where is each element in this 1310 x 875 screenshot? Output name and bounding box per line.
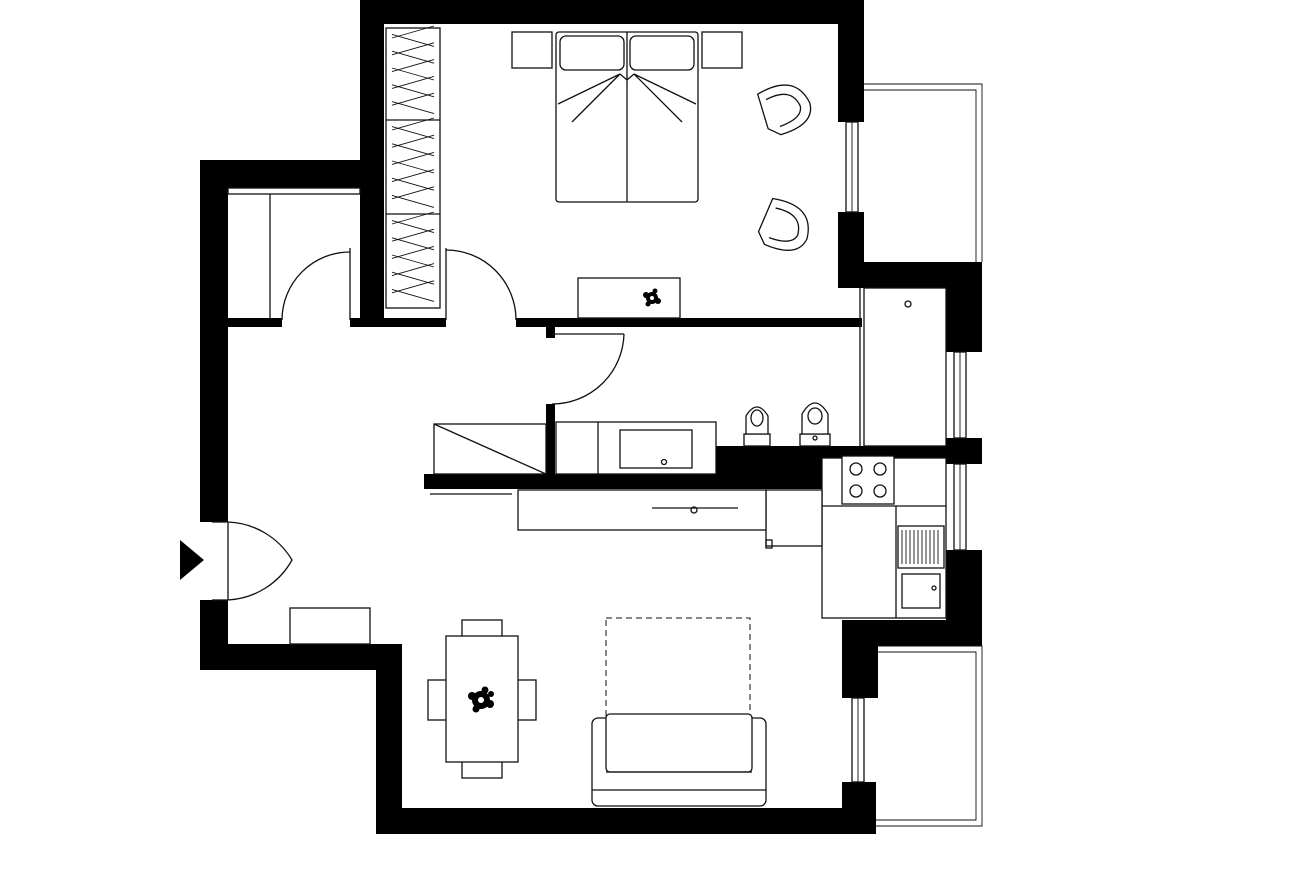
wall-bedroom-top xyxy=(360,0,864,24)
hanger-line xyxy=(391,143,435,157)
hanger-line xyxy=(391,126,435,140)
bedroom xyxy=(385,25,812,319)
dining-chair-left xyxy=(427,679,449,721)
bedroom-plant-icon xyxy=(643,288,661,307)
sofa xyxy=(591,713,767,807)
wall-bath-left xyxy=(546,404,555,474)
hanger-line xyxy=(391,220,435,234)
balconies xyxy=(864,83,983,827)
window-bedroom xyxy=(845,121,859,213)
wall-living-step-side xyxy=(376,644,402,834)
hanger-line xyxy=(391,280,435,294)
closet-door[interactable] xyxy=(281,248,351,321)
dining-chair-right xyxy=(515,679,537,721)
sink-drainer xyxy=(901,530,939,564)
armchair-lower xyxy=(757,197,809,251)
toilet xyxy=(743,406,771,447)
living-room xyxy=(289,607,767,807)
dining-chair-top xyxy=(461,619,503,639)
closet xyxy=(227,187,361,318)
wall-closet-divider xyxy=(226,318,282,327)
wall-bedroom-bottom xyxy=(516,318,862,327)
bidet xyxy=(799,402,831,447)
balcony-upper-inner xyxy=(864,89,977,262)
hanger-line xyxy=(391,211,435,225)
hanger-line xyxy=(391,237,435,251)
balcony-upper-outline xyxy=(864,83,983,262)
bathroom-vanity xyxy=(555,421,717,475)
window-kitchen xyxy=(953,463,967,551)
wall-kitchen-east-pillar xyxy=(946,550,982,646)
balcony-lower-inner xyxy=(876,651,977,821)
hanger-line xyxy=(391,151,435,165)
kitchen-sink xyxy=(897,525,945,609)
bathroom-door[interactable] xyxy=(551,333,625,405)
bathroom xyxy=(433,287,947,475)
wall-bath-east-mid xyxy=(946,438,982,464)
hanger-line xyxy=(391,194,435,208)
bathroom-sink xyxy=(619,429,693,469)
entrance-arrow-icon[interactable] xyxy=(180,540,204,580)
closet-shelf-top xyxy=(227,187,361,195)
armchair-upper xyxy=(756,84,812,136)
hanger-line xyxy=(391,263,435,277)
wall-living-bottom xyxy=(376,808,876,834)
window-bathroom xyxy=(953,351,967,439)
hanger-line xyxy=(391,117,435,131)
hanger-line xyxy=(391,271,435,285)
pillow-left xyxy=(559,35,625,71)
nightstand-left xyxy=(511,31,553,69)
hanger-line xyxy=(391,134,435,148)
wall-living-step-top xyxy=(200,644,402,670)
living-cabinet xyxy=(289,607,371,645)
wall-west-upper xyxy=(200,160,228,522)
wall-bedroom-right-upper xyxy=(838,0,864,122)
shower xyxy=(863,287,947,447)
wall-closet-top xyxy=(200,160,384,188)
dining-set xyxy=(427,619,537,779)
windows xyxy=(845,121,967,783)
bedroom-door[interactable] xyxy=(445,248,517,321)
wall-living-corner xyxy=(842,782,876,834)
wardrobe xyxy=(385,25,441,309)
dining-plant-icon xyxy=(468,686,494,713)
corridor-storage xyxy=(433,423,547,475)
pillow-right xyxy=(629,35,695,71)
kitchen xyxy=(430,455,947,619)
cooktop xyxy=(841,455,895,505)
window-living xyxy=(851,697,865,783)
wall-bath-kitchen-block xyxy=(716,446,822,489)
bedroom-desk xyxy=(577,277,681,319)
balcony-lower-outline xyxy=(876,645,983,827)
nightstand-right xyxy=(701,31,743,69)
wall-bath-east-upper xyxy=(946,262,982,352)
hanger-line xyxy=(391,254,435,268)
hanger-line xyxy=(391,186,435,200)
double-bed xyxy=(555,31,699,203)
hanger-line xyxy=(391,169,435,183)
fridge xyxy=(765,489,823,549)
hanger-line xyxy=(391,177,435,191)
hanger-line xyxy=(391,288,435,302)
hanger-line xyxy=(391,101,435,115)
wardrobe-hangers xyxy=(391,25,435,302)
wall-bath-left-stub xyxy=(546,324,555,338)
hanger-line xyxy=(391,228,435,242)
hanger-line xyxy=(391,245,435,259)
dining-chair-bottom xyxy=(461,759,503,779)
wall-bedroom-bottom-left xyxy=(350,318,446,327)
hanger-line xyxy=(391,160,435,174)
walls xyxy=(200,0,982,834)
entrance-door[interactable] xyxy=(212,521,293,601)
sideboard xyxy=(517,489,767,531)
